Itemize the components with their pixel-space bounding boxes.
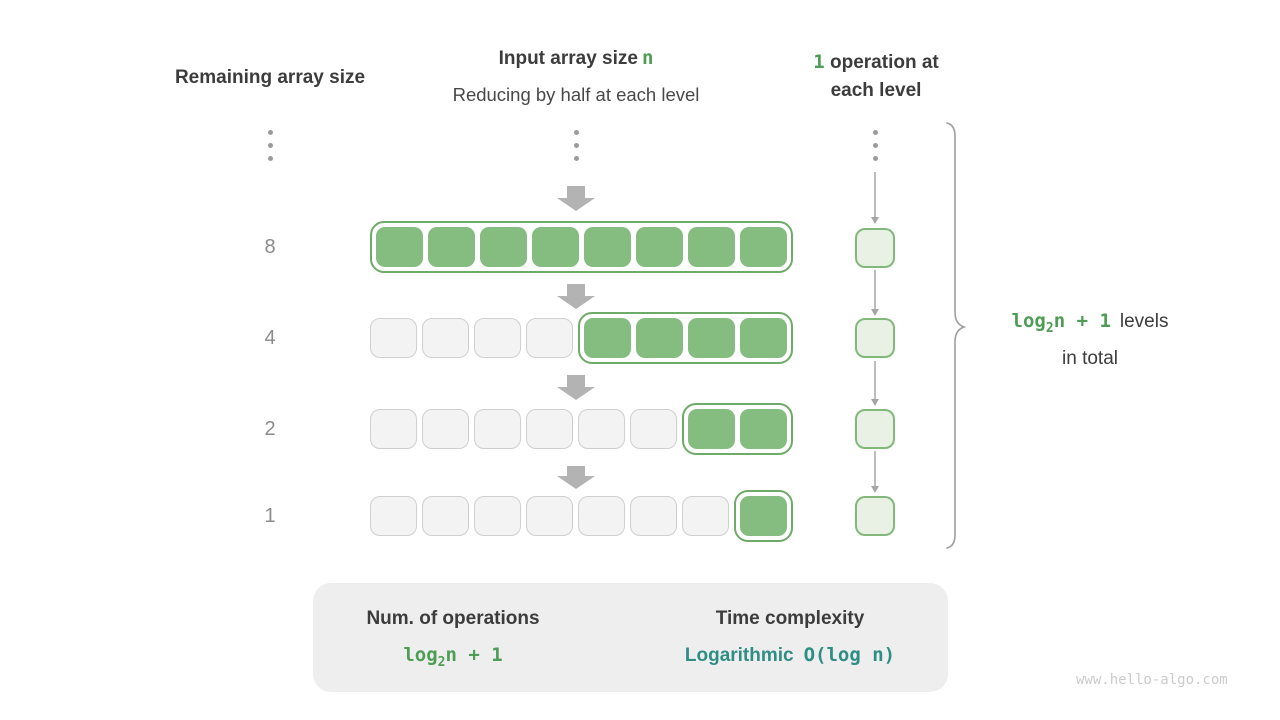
array-cell-active	[376, 227, 423, 267]
array-cell-active	[740, 318, 787, 358]
num-operations-formula: log2n + 1	[403, 644, 503, 670]
array-cell-empty	[474, 496, 521, 536]
array-cell-active	[636, 227, 683, 267]
row-size-label-4: 4	[264, 327, 276, 349]
array-row-level-1	[370, 221, 793, 273]
array-cell-empty	[578, 409, 625, 449]
operation-box	[855, 318, 895, 358]
array-cell-active	[688, 318, 735, 358]
operation-box	[855, 228, 895, 268]
active-subarray	[682, 403, 793, 455]
array-cell-active	[428, 227, 475, 267]
array-cell-active	[740, 227, 787, 267]
array-cell-empty	[682, 496, 729, 536]
array-cell-empty	[578, 496, 625, 536]
operation-box	[855, 409, 895, 449]
active-subarray	[370, 221, 793, 273]
array-cell-active	[584, 318, 631, 358]
one-symbol: 1	[813, 51, 825, 73]
array-cell-empty	[630, 409, 677, 449]
array-cell-empty	[370, 318, 417, 358]
n-symbol: n	[641, 47, 654, 69]
summary-panel: Num. of operations log2n + 1 Time comple…	[313, 583, 948, 692]
array-row-level-2	[370, 312, 793, 364]
header-one-operation: 1 operation at each level	[776, 48, 976, 105]
array-cell-active	[740, 409, 787, 449]
ellipsis-right	[872, 130, 878, 161]
header-one-operation-line2: each level	[830, 80, 922, 101]
array-cell-active	[740, 496, 787, 536]
active-subarray	[578, 312, 793, 364]
row-size-label-8: 8	[264, 236, 276, 258]
array-cell-empty	[370, 496, 417, 536]
header-one-operation-line1: 1 operation at	[813, 51, 939, 73]
array-cell-active	[688, 227, 735, 267]
num-operations-title: Num. of operations	[366, 608, 540, 629]
array-cell-empty	[474, 318, 521, 358]
array-cell-active	[480, 227, 527, 267]
array-cell-empty	[630, 496, 677, 536]
array-cell-active	[584, 227, 631, 267]
header-remaining-array-size: Remaining array size	[174, 67, 366, 88]
site-watermark: www.hello-algo.com	[1076, 672, 1228, 688]
row-size-label-1: 1	[264, 505, 276, 527]
time-complexity-title: Time complexity	[715, 608, 865, 629]
header-reducing-subtitle: Reducing by half at each level	[452, 84, 700, 105]
array-cell-empty	[422, 318, 469, 358]
active-subarray	[734, 490, 793, 542]
ellipsis-left	[267, 130, 273, 161]
array-cell-empty	[474, 409, 521, 449]
array-cell-empty	[370, 409, 417, 449]
row-size-label-2: 2	[264, 418, 276, 440]
operation-box	[855, 496, 895, 536]
array-cell-active	[532, 227, 579, 267]
array-row-level-3	[370, 403, 793, 455]
array-cell-active	[688, 409, 735, 449]
array-cell-empty	[526, 409, 573, 449]
array-cell-empty	[422, 409, 469, 449]
ellipsis-center	[573, 130, 579, 161]
array-cell-empty	[526, 318, 573, 358]
levels-annotation-line2: in total	[1062, 347, 1118, 369]
array-cell-empty	[526, 496, 573, 536]
num-operations-block: Num. of operations log2n + 1	[313, 604, 593, 678]
array-cell-empty	[422, 496, 469, 536]
array-cell-active	[636, 318, 683, 358]
levels-brace	[946, 122, 967, 549]
array-row-level-4	[370, 490, 793, 542]
